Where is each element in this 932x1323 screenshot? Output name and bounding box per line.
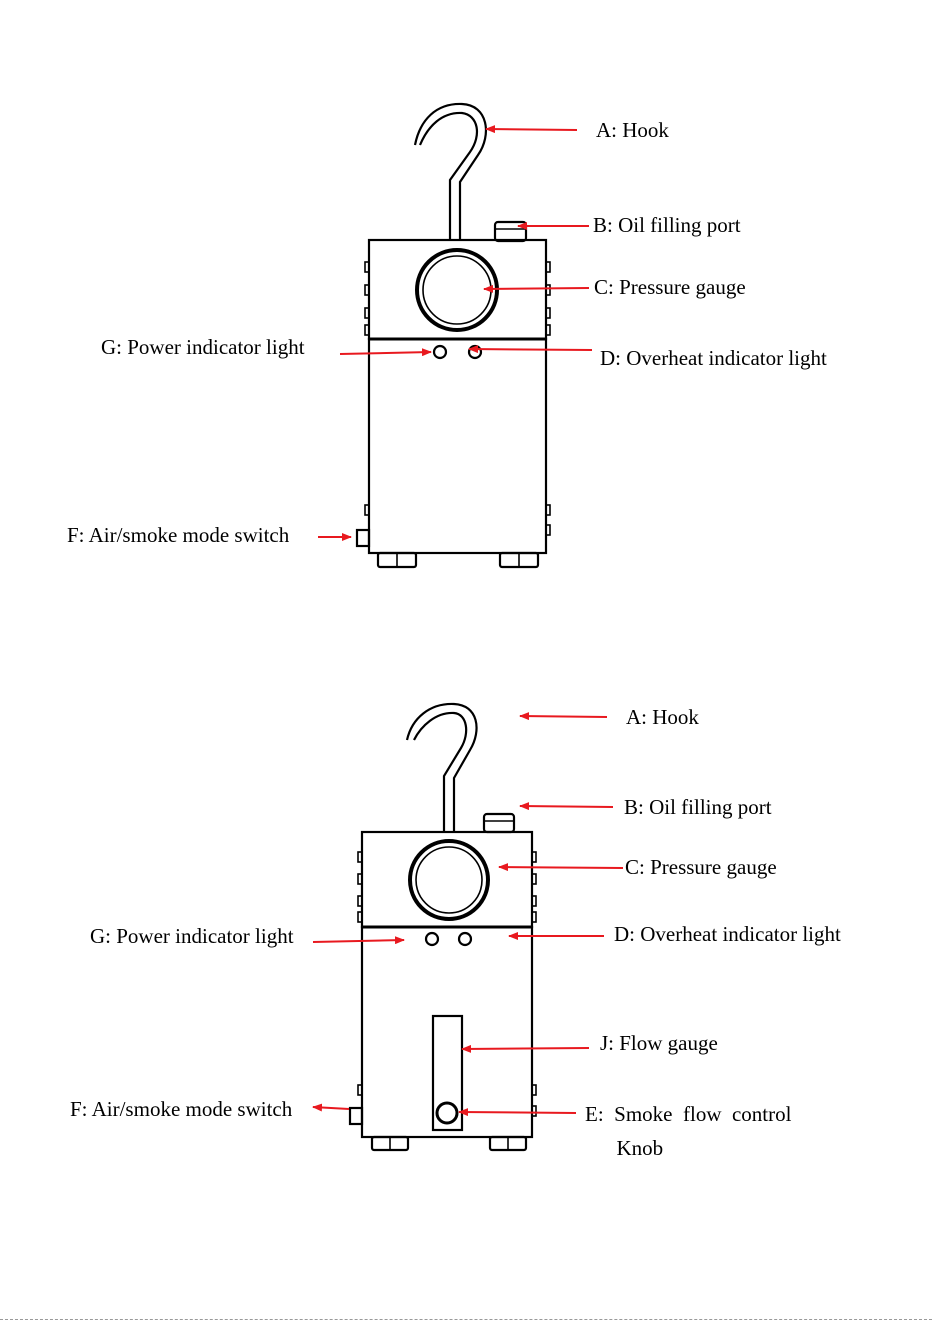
oil-port-cap-2 — [484, 814, 514, 832]
label-mode-switch: F: Air/smoke mode switch — [67, 525, 289, 546]
oil-port-cap — [495, 222, 526, 241]
label-hook: A: Hook — [596, 120, 669, 141]
overheat-light — [469, 346, 481, 358]
label-power-light-2: G: Power indicator light — [90, 926, 294, 947]
page-bottom-edge — [0, 1319, 932, 1320]
label-mode-switch-2: F: Air/smoke mode switch — [70, 1099, 292, 1120]
label-power-light: G: Power indicator light — [101, 337, 305, 358]
label-oil-port-2: B: Oil filling port — [624, 797, 772, 818]
label-overheat-light: D: Overheat indicator light — [600, 348, 827, 369]
device-front-view — [357, 104, 550, 567]
hook-shape-2 — [407, 704, 477, 833]
diagram-1-arrows — [318, 129, 592, 537]
label-overheat-light-2: D: Overheat indicator light — [614, 924, 841, 945]
body-lower — [369, 339, 546, 553]
device-flow-view — [350, 704, 536, 1150]
power-light-2 — [426, 933, 438, 945]
label-pressure-gauge-2: C: Pressure gauge — [625, 857, 777, 878]
label-hook-2: A: Hook — [626, 707, 699, 728]
hook-shape — [415, 104, 486, 240]
mode-switch — [357, 530, 369, 546]
smoke-knob — [437, 1103, 457, 1123]
pressure-gauge-2 — [410, 841, 488, 919]
label-pressure-gauge: C: Pressure gauge — [594, 277, 746, 298]
body-lower-2 — [362, 927, 532, 1137]
mode-switch-2 — [350, 1108, 362, 1124]
overheat-light-2 — [459, 933, 471, 945]
label-oil-port: B: Oil filling port — [593, 215, 741, 236]
power-light — [434, 346, 446, 358]
label-flow-gauge: J: Flow gauge — [600, 1033, 718, 1054]
pressure-gauge — [417, 250, 497, 330]
label-smoke-knob: E: Smoke flow control Knob — [585, 1097, 791, 1165]
